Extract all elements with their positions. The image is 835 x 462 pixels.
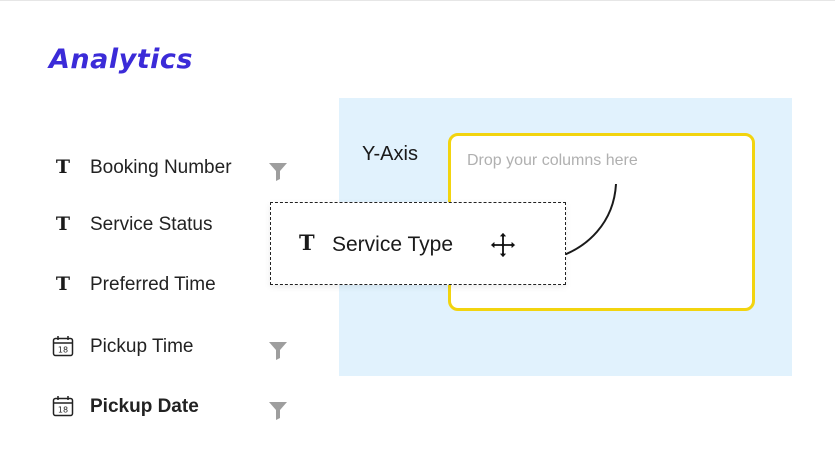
field-label: Service Status (90, 214, 213, 235)
field-label: Preferred Time (90, 274, 216, 295)
move-cursor-icon (489, 231, 517, 259)
field-item-preferred-time[interactable]: T Preferred Time (52, 269, 302, 299)
text-type-icon: T (55, 213, 71, 235)
y-axis-label: Y-Axis (362, 143, 418, 165)
text-type-icon: T (55, 156, 71, 178)
drop-placeholder: Drop your columns here (467, 152, 638, 169)
calendar-icon: 18 (52, 396, 74, 417)
filter-icon[interactable] (267, 399, 289, 421)
field-item-booking-number[interactable]: T Booking Number (52, 152, 302, 182)
field-item-service-status[interactable]: T Service Status (52, 209, 302, 239)
dragging-column-label: Service Type (332, 233, 454, 256)
filter-icon[interactable] (267, 339, 289, 361)
field-item-pickup-date[interactable]: 18 Pickup Date (52, 391, 302, 421)
svg-text:18: 18 (58, 406, 68, 415)
calendar-icon: 18 (52, 336, 74, 357)
svg-text:18: 18 (58, 346, 68, 355)
top-divider (0, 0, 835, 1)
field-item-pickup-time[interactable]: 18 Pickup Time (52, 331, 302, 361)
field-label: Booking Number (90, 157, 232, 178)
page-title: Analytics (49, 44, 193, 75)
field-label: Pickup Time (90, 336, 194, 357)
filter-icon[interactable] (267, 160, 289, 182)
dragging-column-card[interactable]: T Service Type (270, 202, 566, 285)
field-label: Pickup Date (90, 396, 199, 417)
text-type-icon: T (55, 273, 71, 295)
text-type-icon: T (299, 230, 315, 255)
